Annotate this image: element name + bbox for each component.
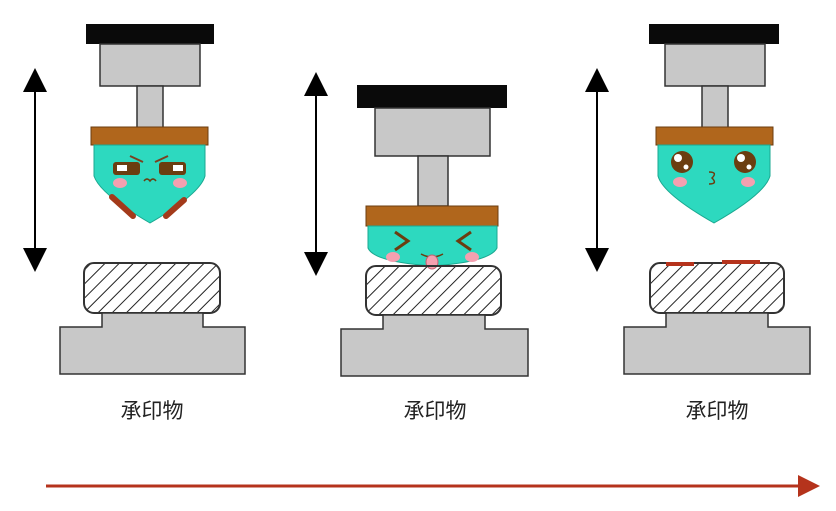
stage-1-travel-arrow — [23, 68, 47, 272]
stage-2-label: 承印物 — [403, 399, 467, 423]
stage-3-travel-arrow — [585, 68, 609, 272]
stage-1-group — [23, 24, 246, 375]
stage-2-group — [304, 72, 529, 377]
stage-3-group — [585, 24, 811, 375]
process-direction-arrow — [46, 475, 820, 497]
stage-1-label: 承印物 — [120, 399, 184, 423]
stage-3-press — [649, 24, 779, 146]
stage-3-label: 承印物 — [685, 399, 749, 423]
stage-2-press — [357, 85, 507, 227]
stage-2-substrate — [340, 265, 529, 377]
stage-1-press — [86, 24, 214, 146]
stage-1-substrate — [59, 262, 246, 375]
stage-3-substrate — [623, 260, 811, 375]
stage-1-pad-face — [93, 144, 206, 224]
stage-2-pad-face — [367, 225, 498, 270]
stage-2-travel-arrow — [304, 72, 328, 276]
stage-3-pad-face — [657, 144, 771, 224]
